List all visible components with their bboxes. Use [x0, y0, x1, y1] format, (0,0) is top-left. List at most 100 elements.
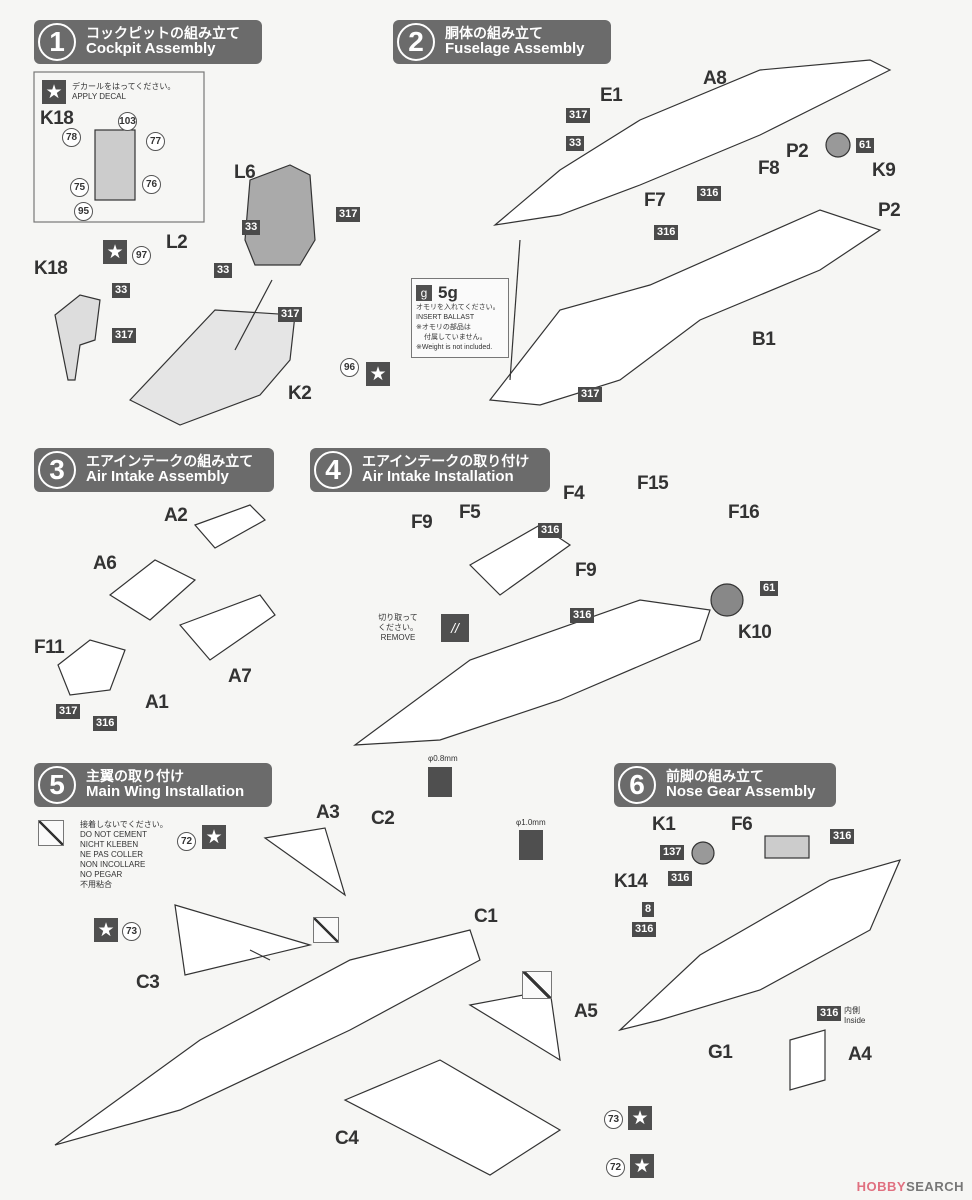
drill-icon [428, 767, 452, 797]
watermark-hobby: HOBBY [856, 1179, 907, 1194]
part-label: L2 [166, 232, 188, 253]
part-label: B1 [752, 329, 776, 350]
ballast-jp: オモリを入れてください。 [416, 304, 500, 311]
ballast-note-jp: 付属していません。 [424, 334, 487, 341]
inside-note-jp: 内側 [844, 1006, 860, 1015]
decal-number: 72 [606, 1158, 625, 1177]
inside-note: 内側 Inside [844, 1006, 865, 1026]
no-cement-line: NE PAS COLLER [80, 850, 143, 859]
step-number: 6 [618, 766, 656, 804]
step-title-en: Air Intake Assembly [86, 468, 229, 486]
part-label: A4 [848, 1044, 872, 1065]
color-code: 33 [214, 263, 233, 278]
part-label: K18 [40, 108, 74, 129]
decal-number: 97 [132, 246, 151, 265]
color-code: 61 [856, 138, 875, 153]
part-label: L6 [234, 162, 256, 183]
color-code: 33 [566, 136, 585, 151]
decal-number: 73 [122, 922, 141, 941]
part-label: G1 [708, 1042, 733, 1063]
part-label: F6 [731, 814, 753, 835]
color-code: 33 [112, 283, 131, 298]
step-title-en: Fuselage Assembly [445, 40, 585, 58]
part-label: C2 [371, 808, 395, 829]
decal-number: 73 [604, 1110, 623, 1129]
step-number: 4 [314, 451, 352, 489]
step-title-jp: 胴体の組み立て [445, 25, 543, 42]
color-code: 316 [632, 922, 657, 937]
no-cement-line: 不用粘合 [80, 880, 112, 889]
color-code: 316 [93, 716, 118, 731]
decal-number: 75 [70, 178, 89, 197]
color-code: 316 [817, 1006, 842, 1021]
part-label: F16 [728, 502, 760, 523]
step-number: 1 [38, 23, 76, 61]
part-label: A2 [164, 505, 188, 526]
star-icon: ★ [366, 362, 390, 386]
step-title-jp: エアインテークの組み立て [86, 453, 254, 470]
remove-icon: // [441, 614, 469, 642]
color-code: 317 [112, 328, 137, 343]
drill-size-08: φ0.8mm [428, 754, 458, 763]
ballast-note: g 5g オモリを入れてください。 INSERT BALLAST ※オモリの部品… [411, 278, 509, 358]
color-code: 317 [336, 207, 361, 222]
remove-note-jp: 切り取って [378, 613, 418, 622]
decal-note-jp: デカールをはってください。 [72, 82, 176, 91]
star-icon: ★ [202, 825, 226, 849]
decal-number: 76 [142, 175, 161, 194]
no-cement-line: NICHT KLEBEN [80, 840, 139, 849]
color-code: 316 [570, 608, 595, 623]
no-cement-line: NO PEGAR [80, 870, 123, 879]
decal-number: 95 [74, 202, 93, 221]
decal-number: 103 [118, 112, 137, 131]
no-cement-icon [522, 971, 552, 999]
part-label: C1 [474, 906, 498, 927]
remove-note: 切り取って ください。 REMOVE [378, 613, 418, 643]
part-label: F9 [575, 560, 597, 581]
color-code: 317 [578, 387, 603, 402]
color-code: 316 [668, 871, 693, 886]
step-title-en: Cockpit Assembly [86, 40, 216, 58]
no-cement-line: DO NOT CEMENT [80, 830, 147, 839]
part-label: F9 [411, 512, 433, 533]
color-code: 61 [760, 581, 779, 596]
part-label: A1 [145, 692, 169, 713]
step-number: 2 [397, 23, 435, 61]
step-number: 5 [38, 766, 76, 804]
color-code: 316 [654, 225, 679, 240]
part-label: K14 [614, 871, 648, 892]
decal-note-en: APPLY DECAL [72, 92, 126, 101]
part-label: A8 [703, 68, 727, 89]
watermark-search: SEARCH [906, 1179, 964, 1194]
color-code: 317 [278, 307, 303, 322]
drill-size-10: φ1.0mm [516, 818, 546, 827]
part-label: K10 [738, 622, 772, 643]
part-label: K9 [872, 160, 896, 181]
step-title-jp: コックピットの組み立て [86, 25, 240, 42]
part-label: P2 [878, 200, 901, 221]
part-label: A6 [93, 553, 117, 574]
ballast-note-en: ※Weight is not included. [416, 344, 493, 351]
part-label: K1 [652, 814, 676, 835]
watermark: HOBBYSEARCH [857, 1179, 964, 1194]
color-code: 316 [830, 829, 855, 844]
part-label: F5 [459, 502, 481, 523]
star-icon: ★ [103, 240, 127, 264]
part-label: A5 [574, 1001, 598, 1022]
remove-note-en: REMOVE [380, 633, 416, 642]
part-label: F7 [644, 190, 666, 211]
step-title-en: Air Intake Installation [362, 468, 514, 486]
color-code: 317 [566, 108, 591, 123]
part-label: K18 [34, 258, 68, 279]
no-cement-note: 接着しないでください。 DO NOT CEMENT NICHT KLEBEN N… [80, 820, 168, 890]
step-title-jp: エアインテークの取り付け [362, 453, 530, 470]
star-icon: ★ [628, 1106, 652, 1130]
star-icon: ★ [94, 918, 118, 942]
step-title-en: Main Wing Installation [86, 783, 245, 801]
color-code: 33 [242, 220, 261, 235]
